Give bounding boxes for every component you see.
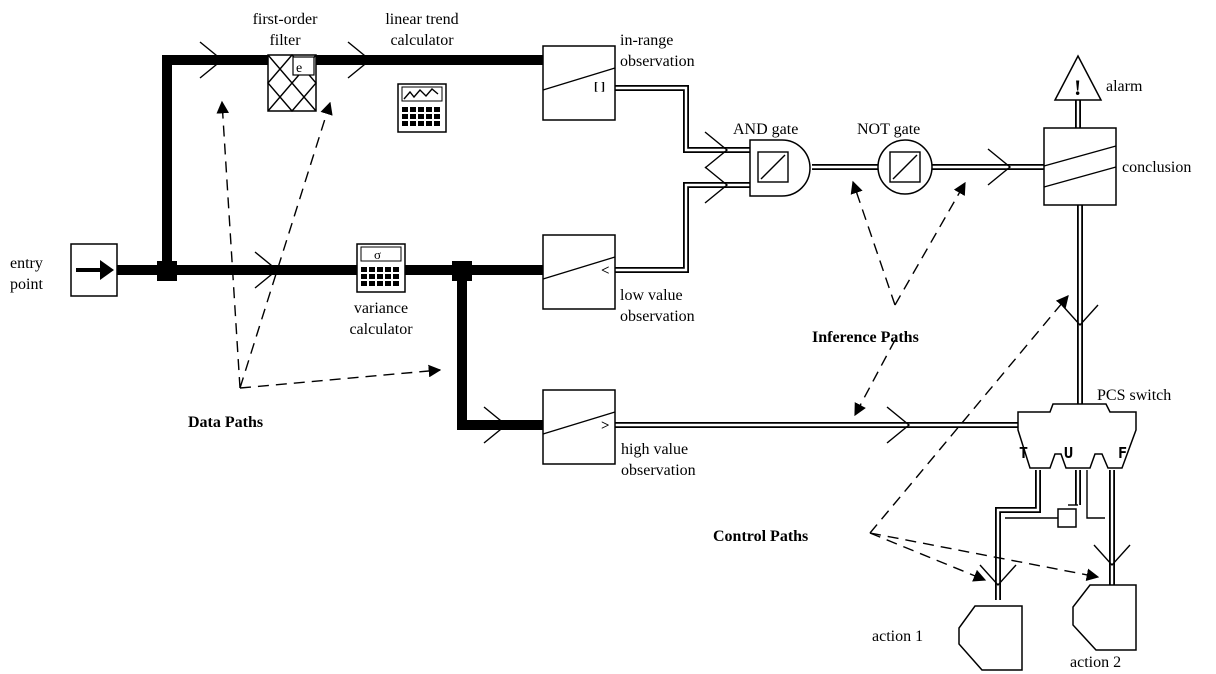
keypad-key [361,267,367,272]
keypad-key [377,267,383,272]
and-gate-block[interactable] [749,139,811,197]
action-1-label: action 1 [872,628,923,645]
data-junction [157,261,177,281]
switch-t-glyph: T [1019,444,1028,462]
not-gate-icon [889,151,921,183]
linear-trend-label-line1: linear trend [385,11,458,28]
variance-calculator-block[interactable]: σ [356,243,406,293]
keypad-key [418,114,424,119]
keypad-key [361,274,367,279]
linear-trend-calculator-block[interactable] [397,83,447,133]
keypad-key [369,267,375,272]
conclusion-block[interactable] [1043,127,1117,206]
keypad-key [434,121,440,126]
high-value-label-line1: high value [621,441,688,458]
in-range-label-line1: in-range [620,32,673,49]
keypad-key [402,121,408,126]
keypad-key [385,274,391,279]
in-range-glyph: [ ] [594,79,605,93]
keypad-key [426,114,432,119]
entry-arrow-icon [100,260,114,280]
high-value-observation-block[interactable]: > [542,389,616,465]
alarm-label: alarm [1106,78,1143,95]
switch-u-glyph: U [1064,444,1073,462]
annotation-arrows [216,100,1100,582]
keypad-key [369,281,375,286]
keypad-key [377,274,383,279]
sigma-glyph: σ [374,247,381,262]
filter-icon: e [267,53,317,113]
not-gate-label: NOT gate [857,121,920,138]
and-gate-label: AND gate [733,121,798,138]
inference-paths [615,85,1083,428]
action-block-icon [1072,584,1137,651]
keypad-key [361,281,367,286]
switch-icon [1017,403,1137,469]
keypad-key [402,114,408,119]
not-gate-block[interactable] [877,139,933,195]
filter-e-glyph: e [296,61,302,76]
action-block-icon [958,605,1023,671]
control-paths-label: Control Paths [713,528,808,545]
sigma-icon: σ [360,246,402,286]
entry-point-label-line1: entry [10,255,43,272]
keypad-key [418,121,424,126]
variance-label-line1: variance [354,300,408,317]
low-value-observation-block[interactable]: < [542,234,616,310]
action-2-block[interactable] [1072,584,1137,651]
keypad-key [410,114,416,119]
first-order-filter-block[interactable]: e [267,53,317,113]
data-junction [452,261,472,281]
control-paths [995,470,1115,600]
keypad-key [426,121,432,126]
data-paths-label: Data Paths [188,414,263,431]
keypad-key [418,107,424,112]
keypad-key [434,107,440,112]
action-2-label: action 2 [1070,654,1121,671]
low-value-label-line1: low value [620,287,683,304]
keypad-key [426,107,432,112]
low-value-label-line2: observation [620,308,695,325]
keypad-key [410,121,416,126]
keypad-key [410,107,416,112]
high-glyph: > [601,418,610,434]
trend-chart-icon [401,86,443,126]
keypad-key [393,281,399,286]
pcs-switch-block[interactable]: T U F [1017,403,1137,469]
labels: first-order filter linear trend calculat… [10,11,1191,671]
keypad-key [385,267,391,272]
pcs-switch-label: PCS switch [1097,387,1171,404]
conclusion-label: conclusion [1122,159,1191,176]
warning-triangle-icon [1053,54,1103,101]
action-1-block[interactable] [958,605,1023,671]
switch-f-glyph: F [1118,444,1127,462]
in-range-label-line2: observation [620,53,695,70]
variance-label-line2: calculator [349,321,413,338]
entry-point-block[interactable] [70,243,118,297]
alarm-glyph: ! [1074,75,1081,100]
keypad-key [385,281,391,286]
chevrons [199,41,1131,587]
keypad-key [434,114,440,119]
low-glyph: < [601,263,610,279]
entry-point-label-line2: point [10,276,43,293]
control-junction [1057,508,1077,528]
keypad-key [393,267,399,272]
alarm-block[interactable]: ! [1053,54,1103,101]
inference-paths-label: Inference Paths [812,329,919,346]
linear-trend-label-line2: calculator [390,32,454,49]
high-value-label-line2: observation [621,462,696,479]
first-order-filter-label-line1: first-order [253,11,319,28]
and-gate-icon [757,151,789,183]
keypad-key [369,274,375,279]
first-order-filter-label-line2: filter [269,32,301,49]
keypad-key [402,107,408,112]
data-paths [117,55,543,430]
keypad-key [393,274,399,279]
keypad-key [377,281,383,286]
in-range-observation-block[interactable]: [ ] [542,45,616,121]
